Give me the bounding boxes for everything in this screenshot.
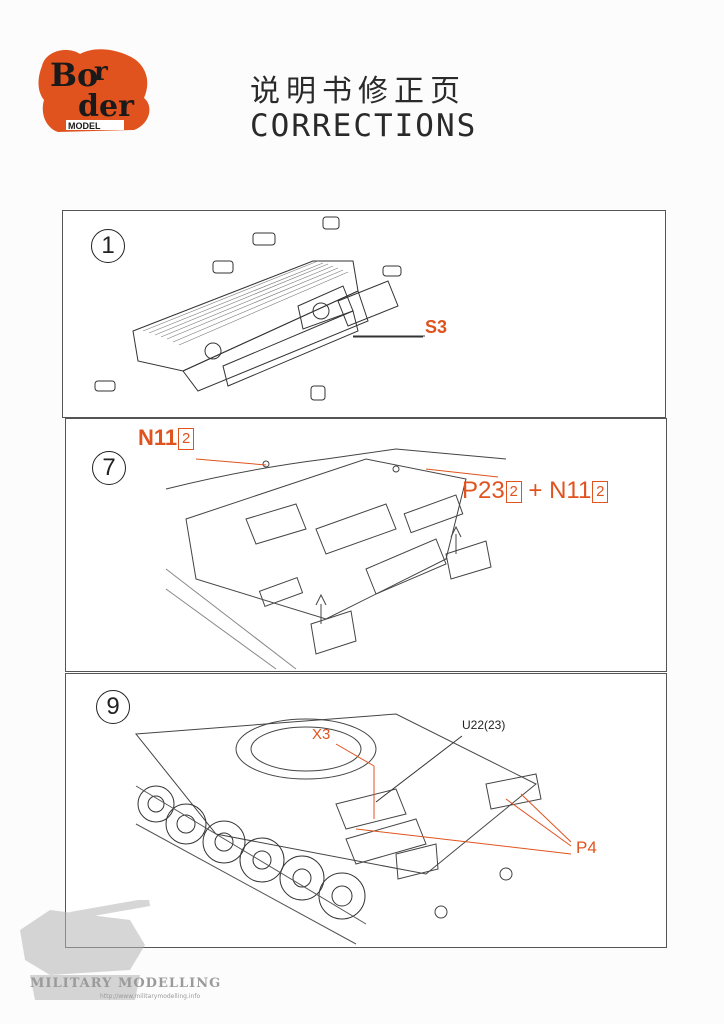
svg-text:Bo: Bo <box>50 56 98 94</box>
part-label-p4: P4 <box>576 838 597 857</box>
part-code: P23 <box>462 477 505 504</box>
watermark-text: MILITARY MODELLING <box>30 976 222 991</box>
plus-sign: + <box>528 477 543 504</box>
military-modelling-watermark <box>10 898 230 1010</box>
quantity-box: 2 <box>592 480 609 503</box>
tank-hull-drawing <box>135 713 572 945</box>
correction-panel-step-9: 9 X3 U22(23) P4 <box>65 673 667 948</box>
part-label-x3: X3 <box>312 726 331 743</box>
step-number-9: 9 <box>96 690 130 724</box>
engine-deck-drawing <box>94 216 425 401</box>
page-title-chinese: 说明书修正页 <box>250 74 466 109</box>
part-code: N11 <box>138 425 178 450</box>
svg-text:der: der <box>78 89 135 124</box>
quantity-box: 2 <box>505 480 522 503</box>
part-label-s3: S3 <box>425 317 448 337</box>
watermark-url: http://www.militarymodelling.info <box>100 993 201 1000</box>
correction-panel-step-1: 1 S3 <box>62 210 666 418</box>
svg-text:r: r <box>94 57 108 87</box>
hull-rear-drawing <box>165 448 507 670</box>
part-label-u22: U22(23) <box>462 718 506 732</box>
part-code: N11 <box>549 477 592 504</box>
quantity-box: 2 <box>178 428 195 451</box>
page-title-english: CORRECTIONS <box>250 108 478 144</box>
border-model-logo: Bo r der MODEL <box>38 44 156 136</box>
svg-text:MODEL: MODEL <box>68 121 101 131</box>
step-number-1: 1 <box>91 229 125 263</box>
step-number-7: 7 <box>92 451 126 485</box>
